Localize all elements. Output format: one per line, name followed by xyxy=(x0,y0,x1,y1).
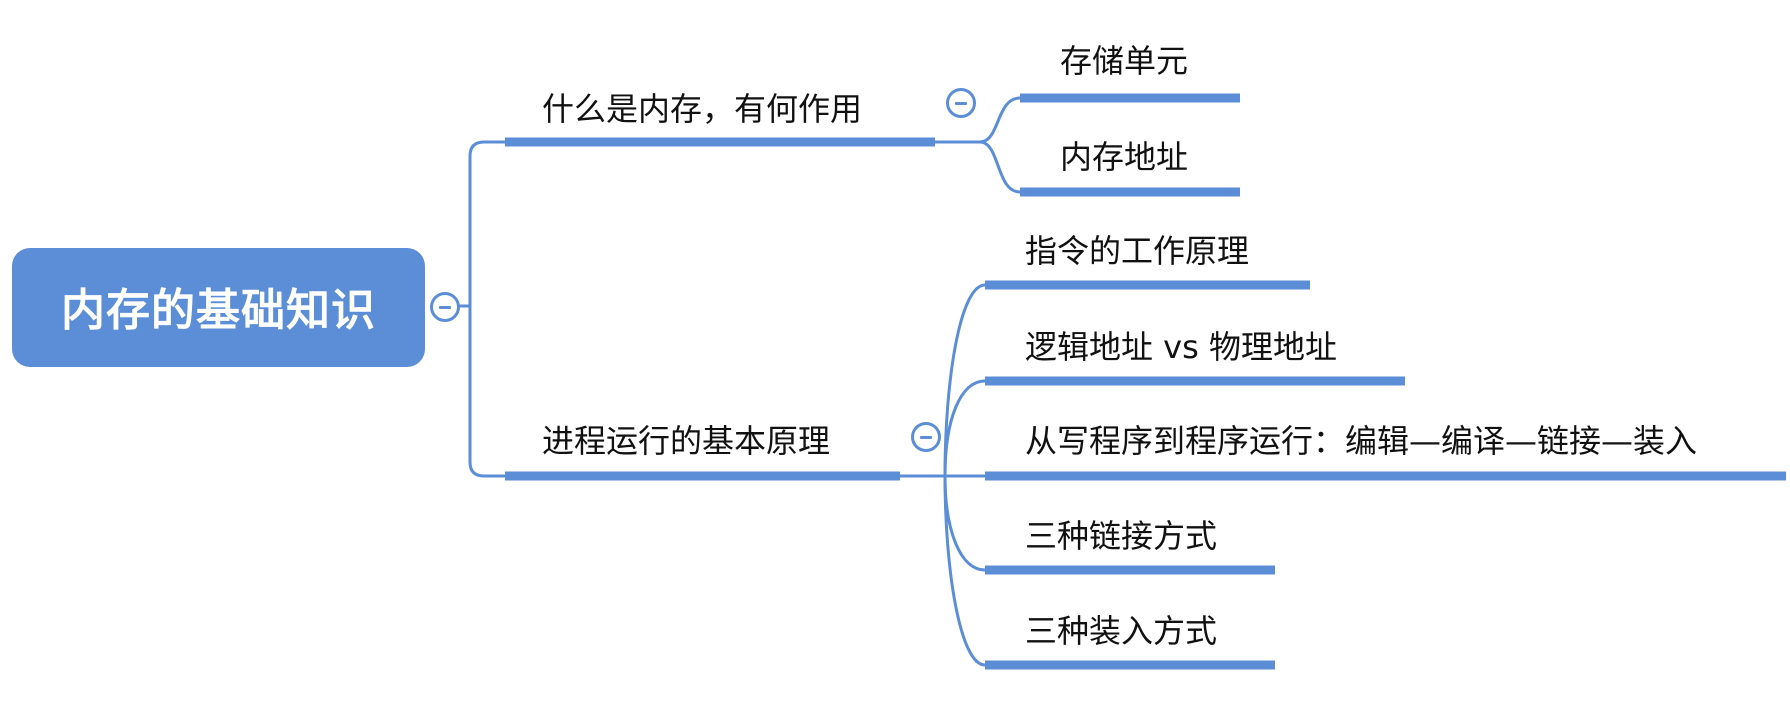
child-label-2-3[interactable]: 从写程序到程序运行：编辑—编译—链接—装入 xyxy=(1025,422,1698,460)
child-label-2-2[interactable]: 逻辑地址 vs 物理地址 xyxy=(1025,328,1337,366)
branch-connector-1 xyxy=(468,140,507,308)
child-label-2-4[interactable]: 三种链接方式 xyxy=(1025,517,1218,555)
child-connector-2-1 xyxy=(898,283,987,478)
root-topic-label: 内存的基础知识 xyxy=(61,284,376,336)
branch-label-2[interactable]: 进程运行的基本原理 xyxy=(542,422,831,460)
root-topic[interactable]: 内存的基础知识 xyxy=(12,248,425,367)
collapse-minus-icon[interactable] xyxy=(911,422,941,452)
child-connector-2-2 xyxy=(943,379,987,478)
child-label-2-1[interactable]: 指令的工作原理 xyxy=(1025,232,1250,270)
branch-label-1[interactable]: 什么是内存，有何作用 xyxy=(542,90,863,128)
collapse-minus-icon[interactable] xyxy=(430,292,460,322)
branch-connector-2 xyxy=(468,304,507,478)
child-connector-2-4 xyxy=(943,474,987,572)
child-label-1-1[interactable]: 存储单元 xyxy=(1060,42,1189,80)
collapse-minus-icon[interactable] xyxy=(946,88,976,118)
child-label-1-2[interactable]: 内存地址 xyxy=(1060,138,1189,176)
child-connector-2-5 xyxy=(943,474,987,667)
child-label-2-5[interactable]: 三种装入方式 xyxy=(1025,612,1218,650)
child-connector-1-2 xyxy=(978,140,1022,194)
